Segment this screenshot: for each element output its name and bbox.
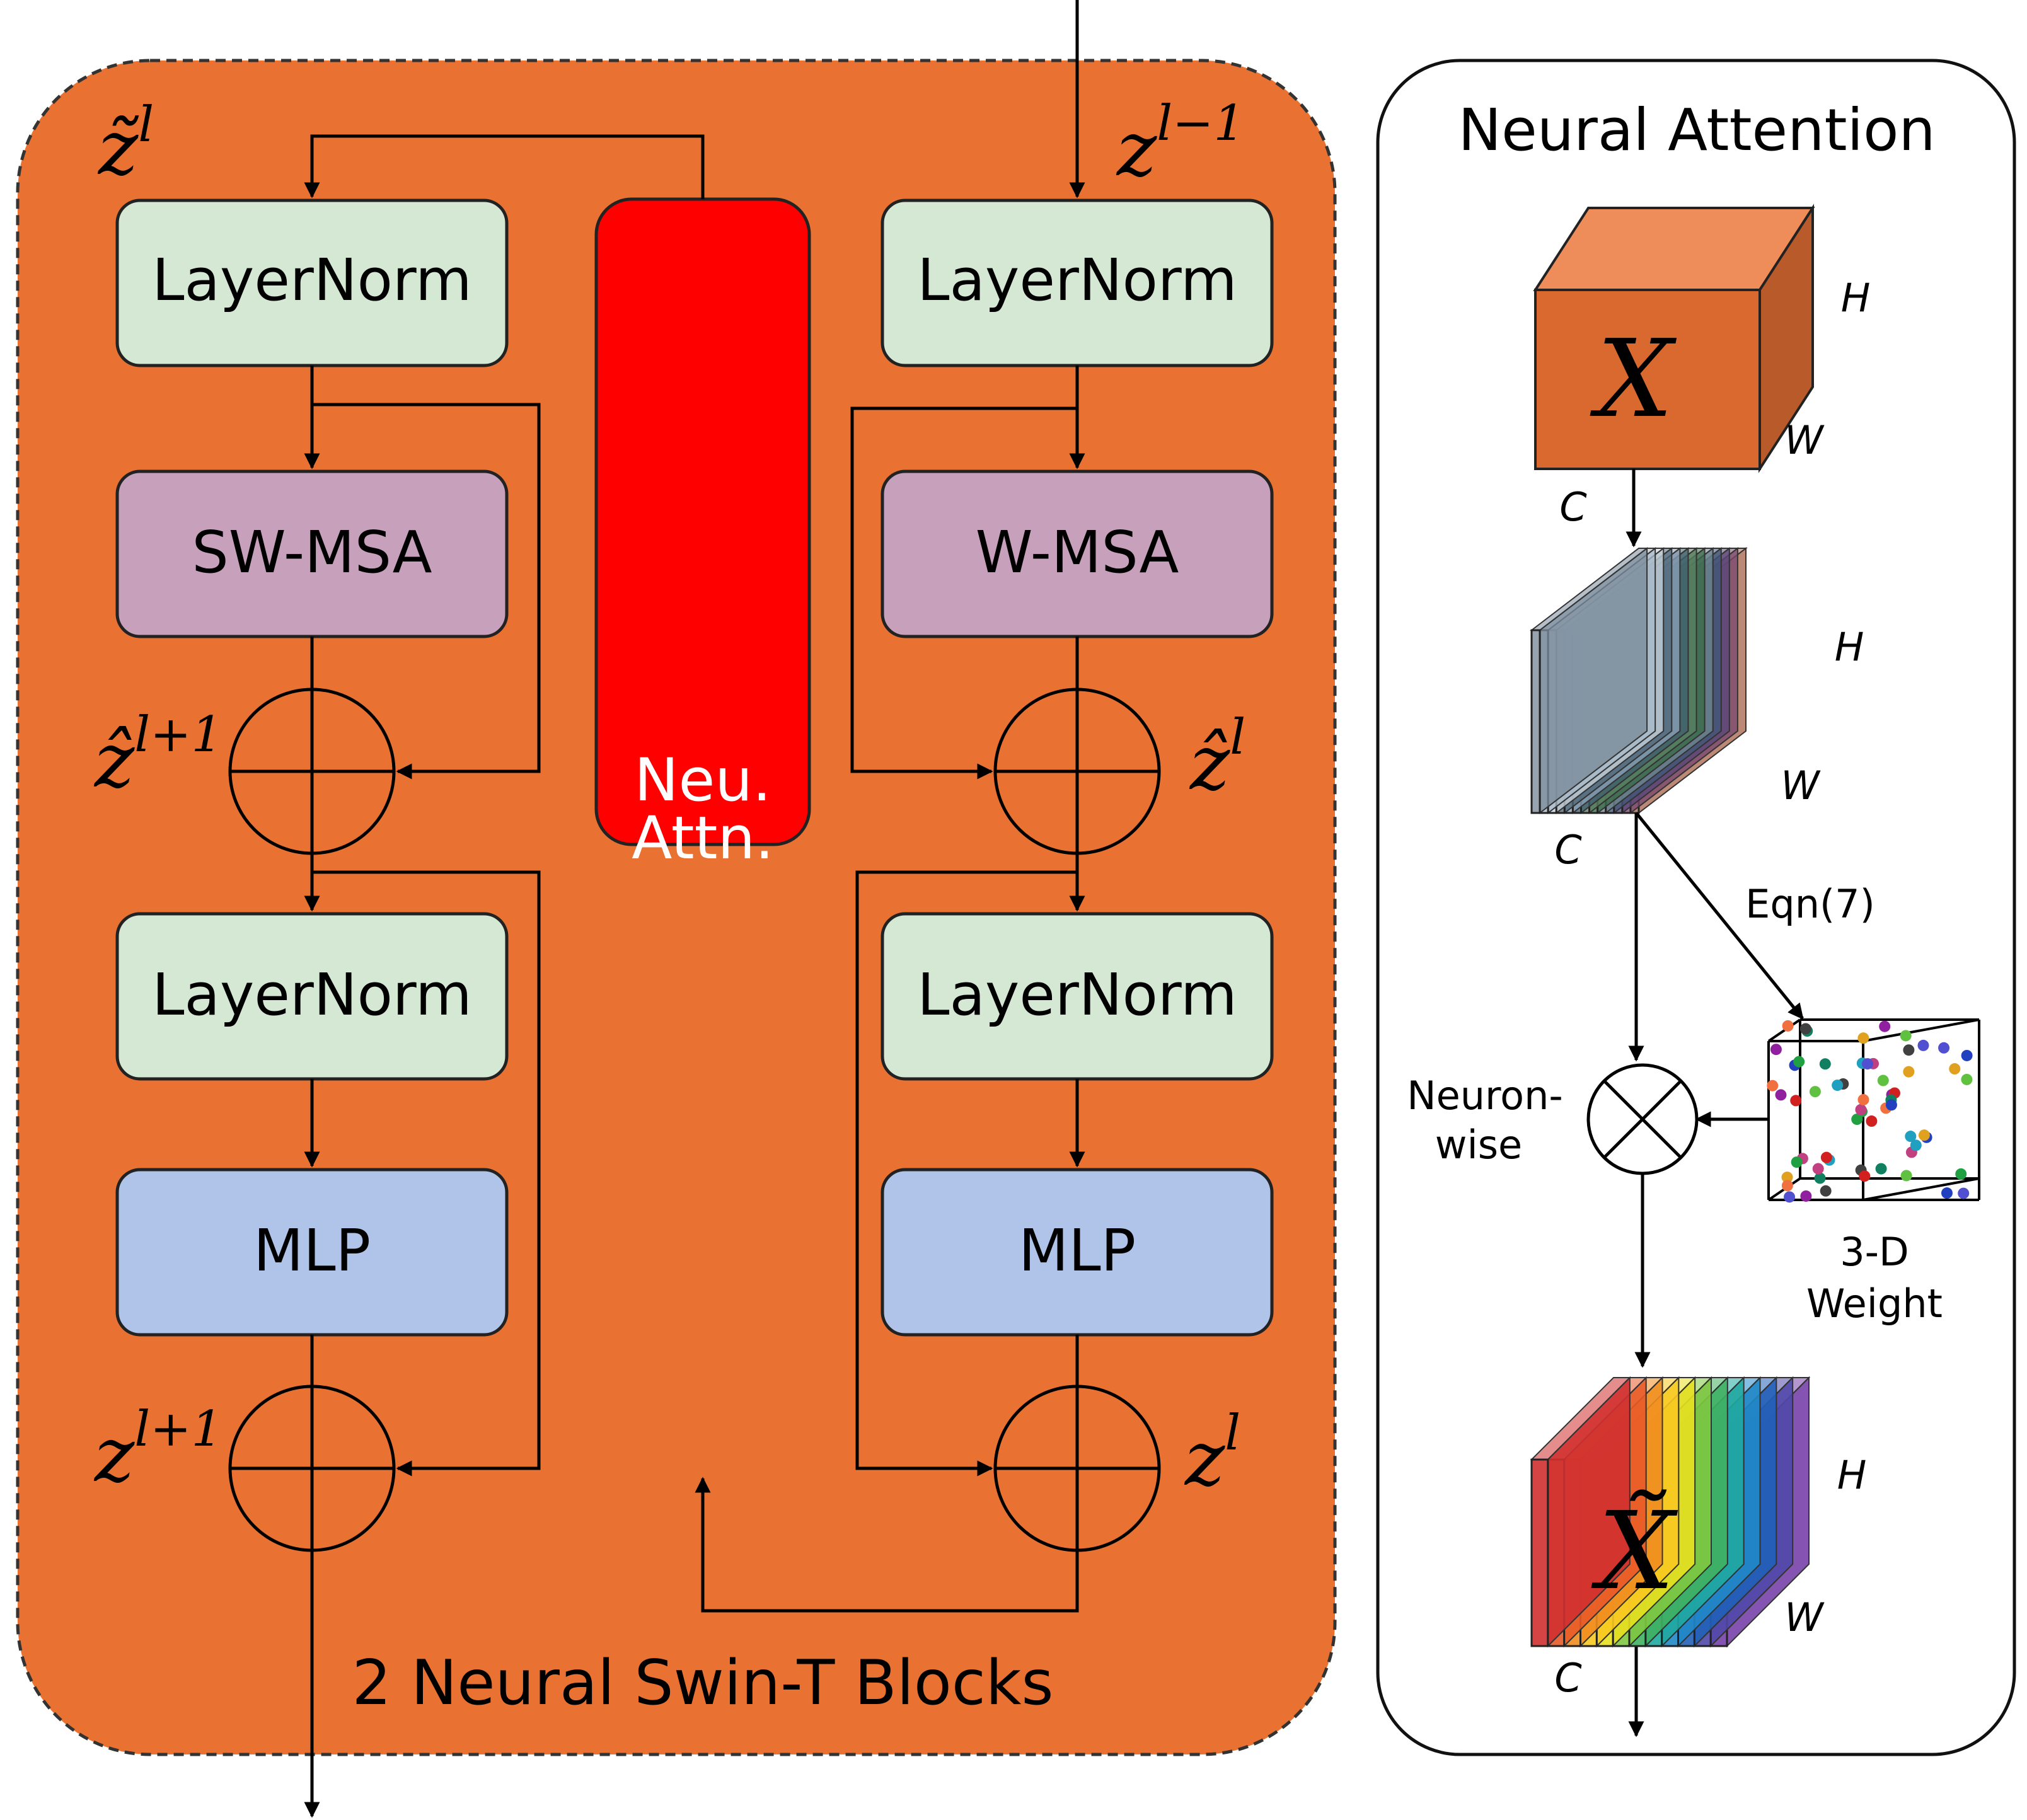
slice-front [1530, 1458, 1549, 1647]
weight-dot [1812, 1163, 1824, 1175]
neuron-wise-label-line1: Neuron- [1407, 1073, 1563, 1119]
w-msa-label: W-MSA [976, 519, 1179, 586]
channel-slices [1530, 546, 1748, 815]
symbol-z-l-plus-1: zl+1 [93, 1401, 222, 1499]
weight-dot [1832, 1080, 1844, 1091]
split-dim-h: H [1835, 624, 1864, 670]
left-adder-top [228, 688, 396, 855]
left-adder-bottom [228, 1385, 396, 1552]
weight-dot [1866, 1115, 1878, 1127]
weight-dot [1903, 1066, 1915, 1078]
weight-dot [1781, 1172, 1793, 1184]
neu-attn-label-line2: Attn. [632, 804, 774, 873]
weight-dot [1820, 1185, 1832, 1197]
weight-dot [1958, 1187, 1970, 1199]
input-cube [1533, 204, 1815, 473]
output-dim-h: H [1837, 1452, 1867, 1498]
weight-dot [1877, 1074, 1889, 1086]
split-dim-c: C [1554, 827, 1582, 873]
weight-dot [1879, 1020, 1891, 1032]
weight-dot [1875, 1163, 1887, 1175]
left-layernorm-bottom-label: LayerNorm [152, 961, 471, 1028]
weight-dot [1938, 1042, 1950, 1054]
wire-edge [1767, 1018, 1801, 1042]
input-symbol: X [1590, 317, 1677, 442]
sw-msa-label: SW-MSA [192, 519, 432, 586]
symbol-z-hat-l: ẑl [1189, 709, 1245, 807]
symbol-z-tilde-l: z̃l [97, 96, 154, 192]
weight-dot [1859, 1170, 1871, 1182]
symbol-z-l: zl [1184, 1405, 1240, 1503]
neuron-wise-label-line2: wise [1435, 1122, 1522, 1168]
weight-dot [1799, 1023, 1811, 1035]
output-symbol: X̃ [1591, 1489, 1678, 1614]
weight-cube [1767, 1018, 1980, 1203]
eqn-label: Eqn(7) [1745, 881, 1875, 927]
output-dim-w: W [1784, 1594, 1825, 1640]
weight-dot [1857, 1094, 1869, 1106]
weight-dot [1861, 1058, 1873, 1070]
weight-dot [1770, 1044, 1782, 1056]
symbol-z-hat-l-plus-1: ẑl+1 [93, 706, 222, 805]
weight-dot [1941, 1187, 1953, 1199]
weight-dot [1819, 1058, 1831, 1070]
weight-dot [1814, 1172, 1826, 1184]
weight-dot [1784, 1191, 1796, 1203]
weight-dot [1918, 1129, 1930, 1141]
weight-dot [1809, 1086, 1821, 1098]
output-dim-c: C [1554, 1655, 1582, 1701]
input-dim-c: C [1559, 484, 1587, 530]
swin-connectors [304, 0, 1085, 1818]
weight-dot [1900, 1170, 1912, 1182]
weight-dot [1961, 1073, 1973, 1085]
weight-dot [1820, 1151, 1832, 1163]
weight-dot [1857, 1032, 1869, 1044]
weight-dot [1781, 1180, 1793, 1192]
neural-attention-panel [1376, 59, 2016, 1756]
wire-edge [1862, 1177, 1980, 1201]
weight-dot [1775, 1089, 1787, 1101]
weight-dot [1855, 1103, 1867, 1115]
right-adder-top [993, 688, 1161, 855]
neu-attn-label-line1: Neu. [634, 746, 771, 815]
weight-dot [1900, 1030, 1912, 1042]
weight-dot [1782, 1020, 1794, 1032]
channel-split-cube [1530, 546, 1748, 815]
input-dim-h: H [1841, 275, 1871, 321]
split-dim-w: W [1781, 763, 1821, 809]
left-layernorm-top-label: LayerNorm [152, 246, 471, 314]
neural-attention-title: Neural Attention [1458, 96, 1935, 164]
weight-label-line2: Weight [1806, 1281, 1943, 1327]
right-layernorm-bottom-label: LayerNorm [917, 961, 1237, 1028]
swin-blocks-caption: 2 Neural Swin-T Blocks [352, 1647, 1053, 1719]
weight-dot [1905, 1131, 1917, 1143]
input-dim-w: W [1784, 417, 1825, 463]
output-cube [1530, 1376, 1811, 1648]
weight-dot [1917, 1039, 1929, 1051]
weight-dot [1885, 1099, 1897, 1111]
left-mlp-label: MLP [253, 1217, 371, 1284]
slice-front [1530, 629, 1541, 814]
weight-dot [1790, 1095, 1802, 1107]
weight-dot [1793, 1056, 1805, 1068]
wire-edge [1862, 1018, 1980, 1042]
weight-label-line1: 3-D [1840, 1229, 1909, 1275]
attention-connectors [1626, 469, 1804, 1737]
symbol-z-l-minus-1: zl−1 [1116, 95, 1245, 193]
weight-dot [1800, 1190, 1812, 1202]
right-mlp-label: MLP [1019, 1217, 1136, 1284]
right-adder-bottom [993, 1385, 1161, 1552]
weight-dot [1955, 1168, 1967, 1180]
weight-dot [1791, 1156, 1803, 1168]
right-layernorm-top-label: LayerNorm [917, 246, 1237, 314]
weight-dot [1767, 1080, 1779, 1091]
weight-dot [1949, 1063, 1961, 1075]
neuron-wise-multiply-icon [1586, 1063, 1699, 1175]
weight-dot [1851, 1114, 1863, 1126]
weight-dot [1910, 1139, 1922, 1151]
weight-dot [1961, 1049, 1973, 1061]
weight-dot [1903, 1044, 1915, 1056]
